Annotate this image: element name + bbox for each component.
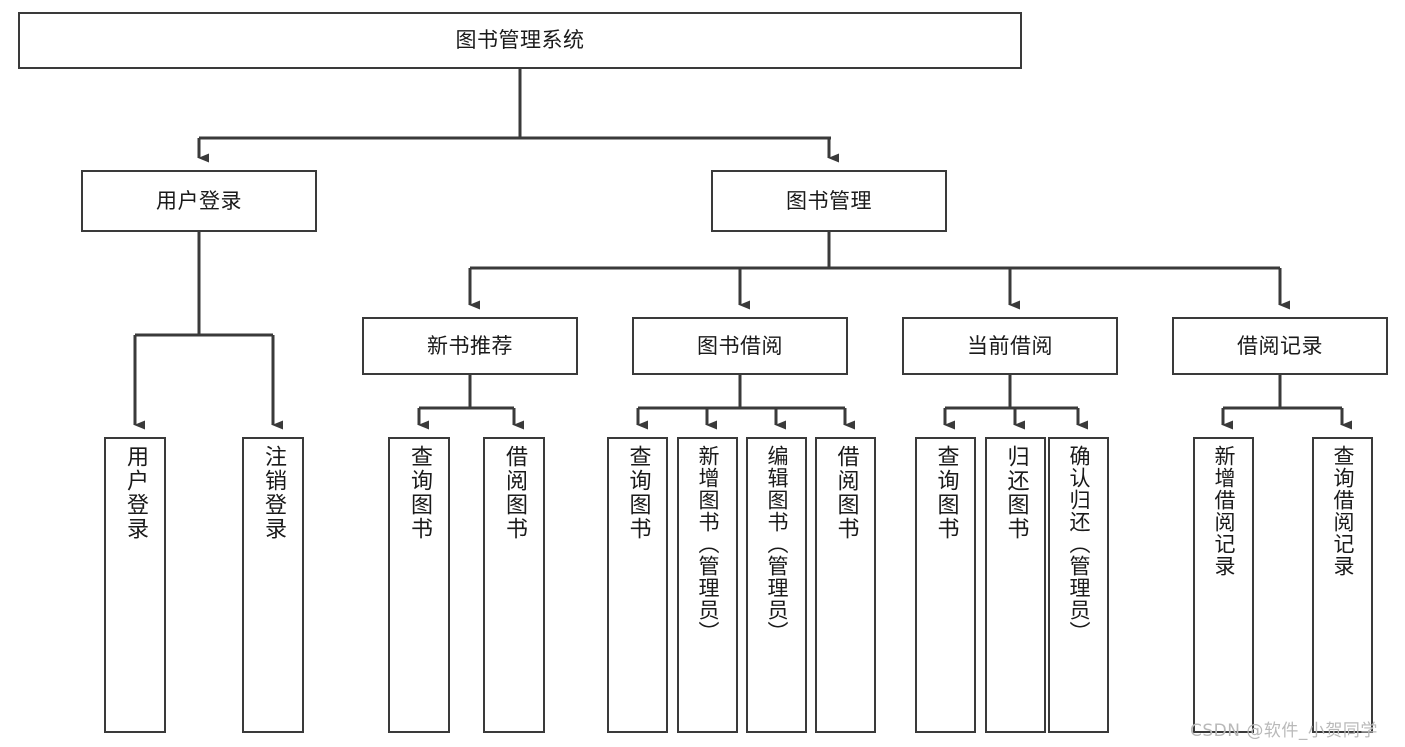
node-root-book-management-system[interactable]: 图书管理系统 [18, 12, 1022, 69]
node-leaf-query-book-current[interactable]: 查询图书 [915, 437, 976, 733]
node-leaf-borrow-book[interactable]: 借阅图书 [815, 437, 876, 733]
node-label: 用户登录 [156, 188, 242, 213]
node-label: 图书管理系统 [455, 28, 585, 53]
node-leaf-query-borrow-record[interactable]: 查询借阅记录 [1312, 437, 1373, 733]
node-label: 当前借阅 [967, 333, 1053, 358]
node-new-book-recommendation[interactable]: 新书推荐 [362, 317, 578, 375]
node-label: 查询图书 [625, 445, 651, 541]
node-leaf-return-book[interactable]: 归还图书 [985, 437, 1046, 733]
node-borrowing-record[interactable]: 借阅记录 [1172, 317, 1388, 375]
node-label: 新增图书（管理员） [696, 445, 720, 643]
node-leaf-user-login[interactable]: 用户登录 [104, 437, 166, 733]
node-label: 查询图书 [933, 445, 959, 541]
node-leaf-borrow-book-recommend[interactable]: 借阅图书 [483, 437, 545, 733]
node-label: 确认归还（管理员） [1067, 445, 1091, 643]
node-label: 借阅图书 [502, 445, 527, 541]
node-leaf-add-book-admin[interactable]: 新增图书（管理员） [677, 437, 738, 733]
node-label: 归还图书 [1003, 445, 1029, 541]
node-label: 注销登录 [261, 445, 286, 541]
node-label: 新书推荐 [427, 333, 513, 358]
csdn-watermark: CSDN @软件_小贺同学 [1190, 721, 1378, 741]
node-label: 编辑图书（管理员） [765, 445, 789, 643]
node-book-borrowing[interactable]: 图书借阅 [632, 317, 848, 375]
node-label: 借阅图书 [833, 445, 859, 541]
node-user-login[interactable]: 用户登录 [81, 170, 317, 232]
node-leaf-add-borrow-record[interactable]: 新增借阅记录 [1193, 437, 1254, 733]
node-label: 用户登录 [123, 445, 148, 541]
node-leaf-query-book-recommend[interactable]: 查询图书 [388, 437, 450, 733]
node-label: 借阅记录 [1237, 333, 1323, 358]
node-label: 图书借阅 [697, 333, 783, 358]
node-label: 查询图书 [407, 445, 432, 541]
node-leaf-query-book-borrow[interactable]: 查询图书 [607, 437, 668, 733]
node-label: 查询借阅记录 [1331, 445, 1355, 577]
node-leaf-edit-book-admin[interactable]: 编辑图书（管理员） [746, 437, 807, 733]
node-current-borrowing[interactable]: 当前借阅 [902, 317, 1118, 375]
node-book-management[interactable]: 图书管理 [711, 170, 947, 232]
node-leaf-logout[interactable]: 注销登录 [242, 437, 304, 733]
node-leaf-confirm-return-admin[interactable]: 确认归还（管理员） [1048, 437, 1109, 733]
node-label: 新增借阅记录 [1212, 445, 1236, 577]
node-label: 图书管理 [786, 188, 872, 213]
